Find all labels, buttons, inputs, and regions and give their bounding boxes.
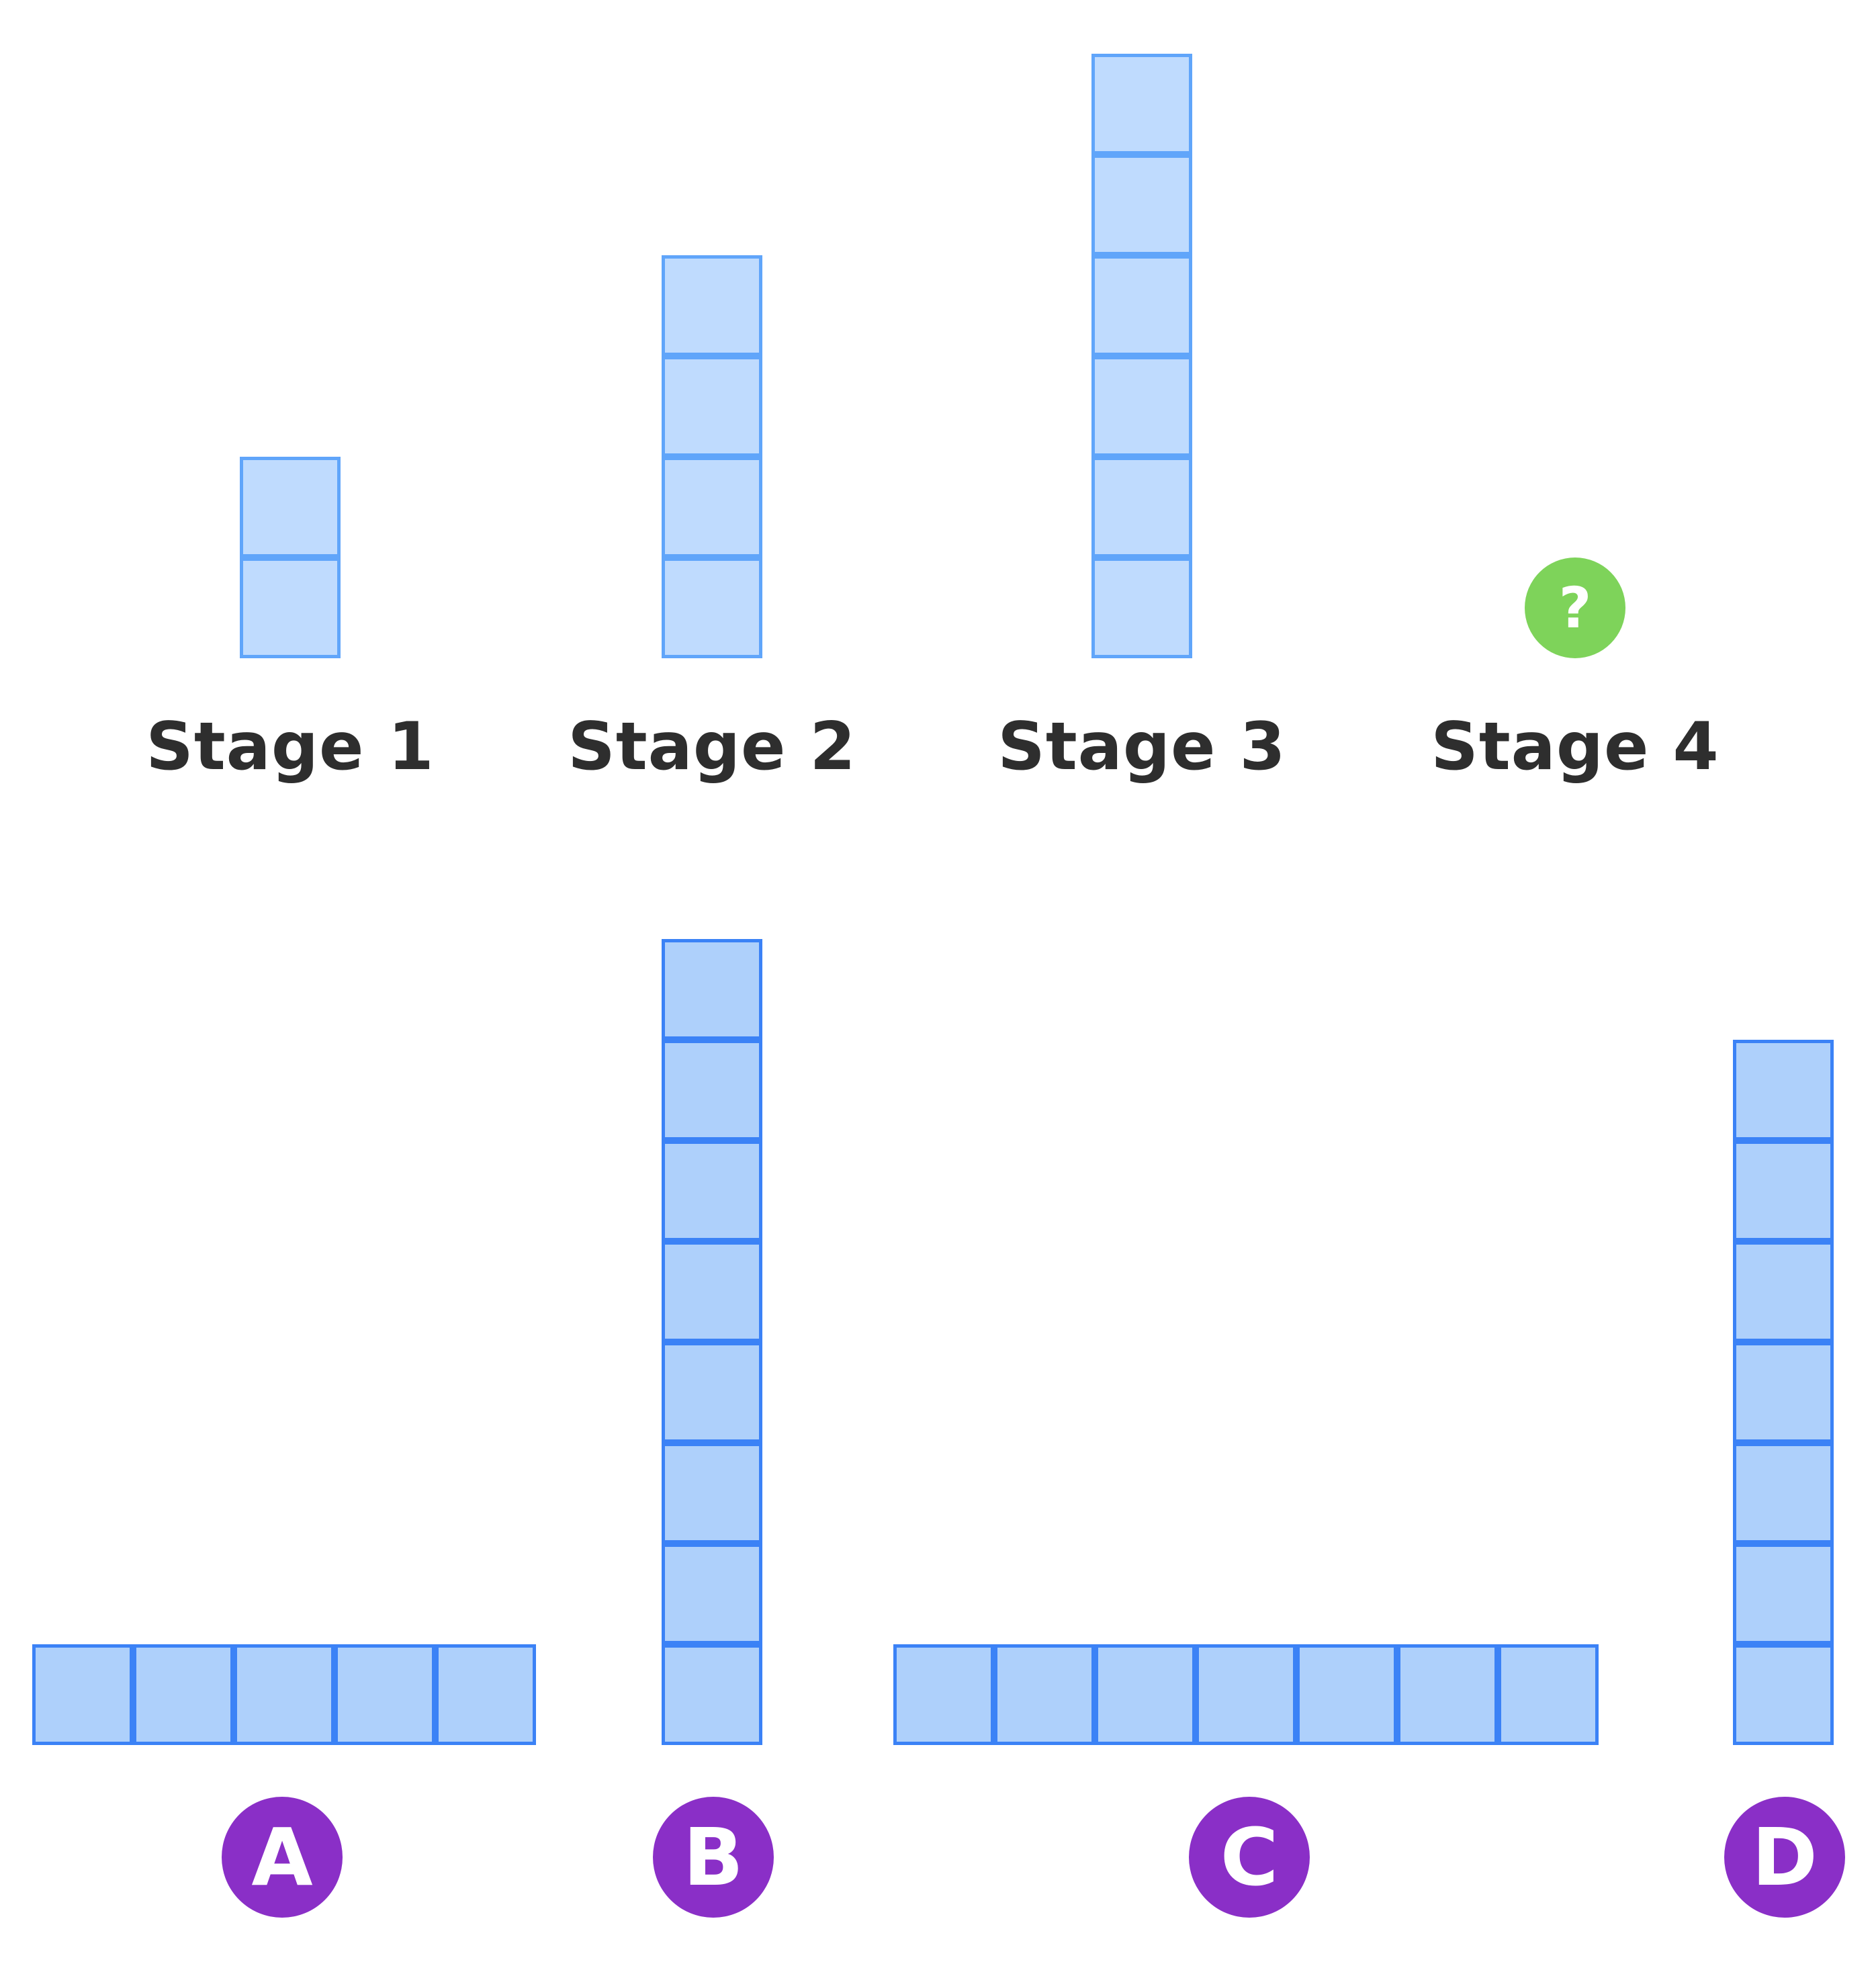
option-square (334, 1644, 435, 1745)
option-square (662, 1443, 762, 1544)
option-letter-badge[interactable]: D (1724, 1797, 1845, 1918)
option-square (32, 1644, 133, 1745)
option-square (662, 1141, 762, 1241)
option-square (1397, 1644, 1498, 1745)
stage-label: Stage 4 (1431, 709, 1719, 785)
stage-square (1091, 356, 1192, 457)
option-letter: A (251, 1811, 313, 1904)
option-square (662, 1342, 762, 1443)
option-square (234, 1644, 334, 1745)
option-square (662, 1241, 762, 1342)
stage-square (662, 255, 762, 356)
option-square (1296, 1644, 1397, 1745)
question-mark-text: ? (1558, 575, 1592, 641)
stage-square (662, 457, 762, 557)
stage-square (1091, 255, 1192, 356)
option-square (662, 1644, 762, 1745)
stage-square (1091, 457, 1192, 557)
option-square (1095, 1644, 1196, 1745)
stage-label: Stage 3 (997, 709, 1286, 785)
option-letter: B (683, 1811, 744, 1904)
option-square (662, 939, 762, 1040)
stage-label: Stage 1 (146, 709, 435, 785)
stage-square (1091, 557, 1192, 658)
option-square (1733, 1141, 1834, 1241)
option-square (1498, 1644, 1599, 1745)
stage-square (1091, 54, 1192, 154)
option-square (133, 1644, 234, 1745)
option-square (994, 1644, 1095, 1745)
option-square (1733, 1644, 1834, 1745)
option-square (435, 1644, 536, 1745)
option-square (893, 1644, 994, 1745)
question-mark-icon: ? (1525, 557, 1625, 658)
option-square (1733, 1544, 1834, 1644)
stage-square (1091, 154, 1192, 255)
option-letter: D (1752, 1811, 1818, 1904)
option-square (1733, 1040, 1834, 1141)
option-letter-badge[interactable]: C (1189, 1797, 1310, 1918)
stage-label: Stage 2 (568, 709, 856, 785)
option-square (1733, 1342, 1834, 1443)
stage-square (662, 356, 762, 457)
stage-square (240, 457, 341, 557)
option-letter-badge[interactable]: A (222, 1797, 343, 1918)
stage-square (662, 557, 762, 658)
option-square (1733, 1443, 1834, 1544)
option-square (1196, 1644, 1296, 1745)
option-square (662, 1544, 762, 1644)
option-letter: C (1220, 1811, 1279, 1904)
option-letter-badge[interactable]: B (653, 1797, 774, 1918)
option-square (1733, 1241, 1834, 1342)
stage-square (240, 557, 341, 658)
option-square (662, 1040, 762, 1141)
